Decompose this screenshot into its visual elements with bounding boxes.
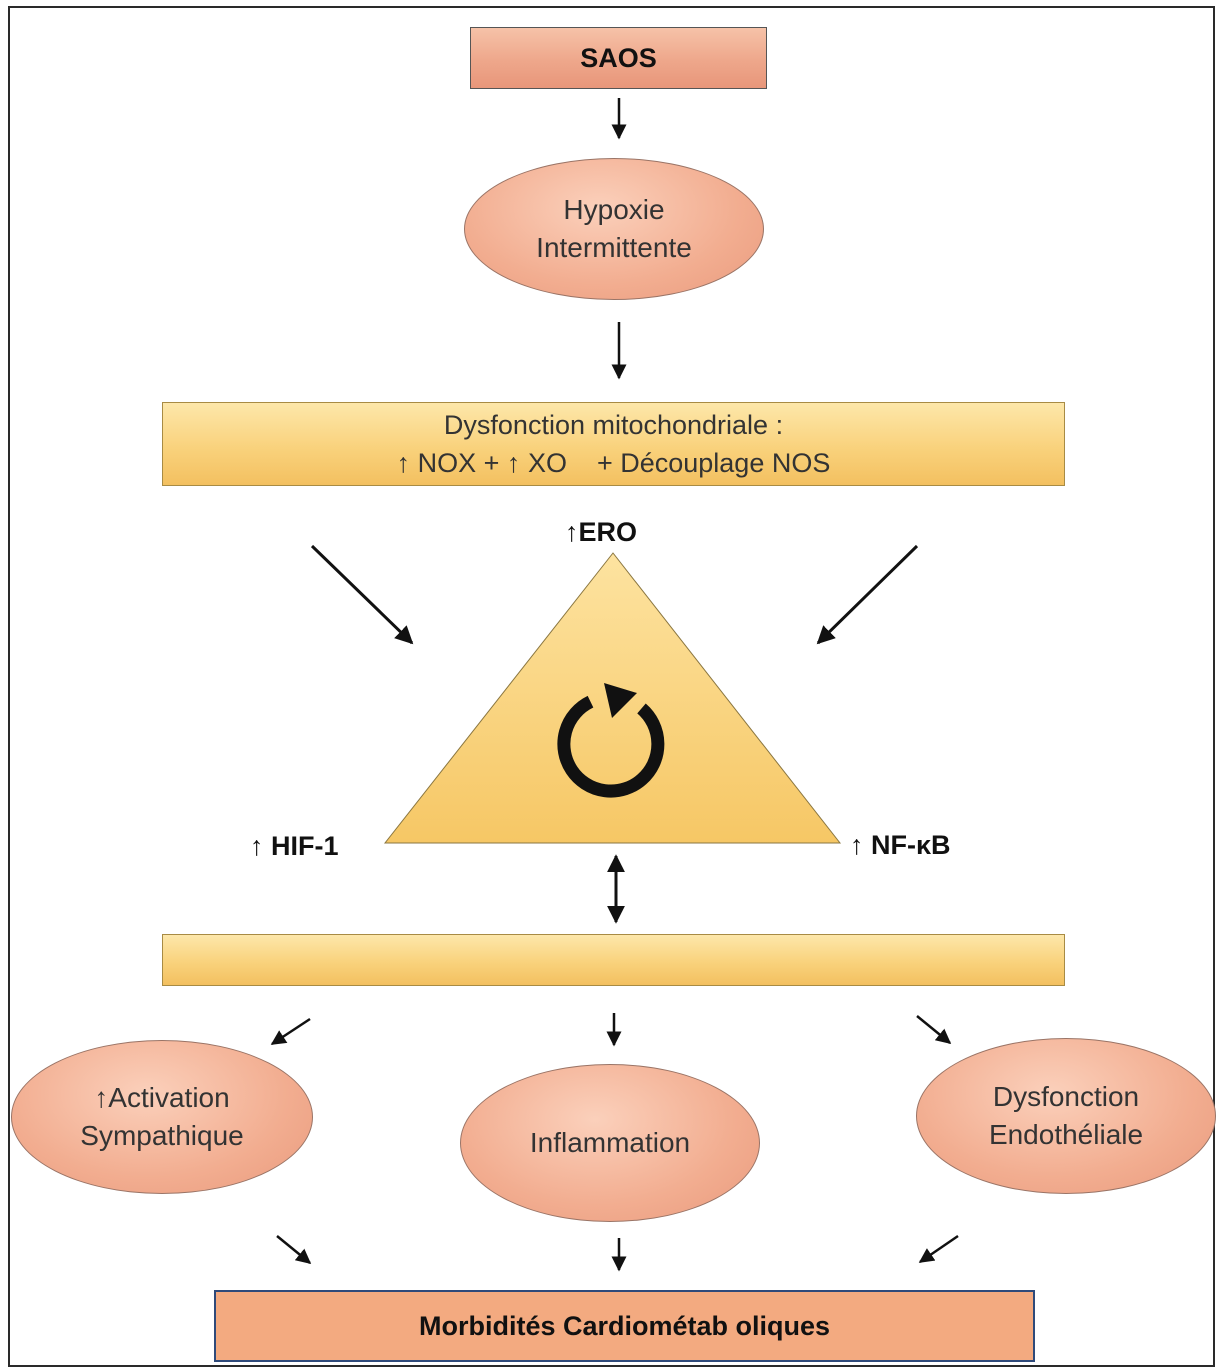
sympathetic-activation-ellipse: ↑Activation Sympathique xyxy=(11,1040,313,1194)
arrow-sympathetic-to-morbidity xyxy=(276,1235,312,1264)
saos-box: SAOS xyxy=(470,27,767,89)
figure-frame xyxy=(8,6,1215,1367)
cardiometabolic-morbidity-box: Morbidités Cardiométab oliques xyxy=(214,1290,1035,1362)
sympathetic-line2: Sympathique xyxy=(80,1120,244,1151)
sympathetic-line1: ↑Activation xyxy=(94,1082,230,1113)
arrow-right-to-triangle xyxy=(816,544,919,645)
arrow-mediators-to-endothelial xyxy=(916,1015,952,1044)
nfkb-label: ↑ NF-κB xyxy=(850,830,951,860)
ero-label: ↑ERO xyxy=(565,517,638,547)
refresh-cycle-icon xyxy=(557,683,665,798)
mito-line2: ↑ NOX + ↑ XO + Découplage NOS xyxy=(396,448,831,478)
morbidity-label: Morbidités Cardiométab oliques xyxy=(418,1310,831,1341)
mediators-box xyxy=(162,934,1065,986)
hypoxia-ellipse: Hypoxie Intermittente xyxy=(464,158,764,300)
hypoxia-line1: Hypoxie xyxy=(563,194,665,225)
saos-label: SAOS xyxy=(580,42,657,73)
arrow-left-to-triangle xyxy=(310,544,414,645)
arrow-mediators-to-sympathetic xyxy=(270,1017,311,1046)
endothelial-line1: Dysfonction xyxy=(992,1081,1140,1112)
endothelial-dysfunction-ellipse: Dysfonction Endothéliale xyxy=(916,1038,1216,1194)
mito-dysfunction-box: Dysfonction mitochondriale : ↑ NOX + ↑ X… xyxy=(162,402,1065,486)
endothelial-line2: Endothéliale xyxy=(988,1119,1144,1150)
inflammation-line1: Inflammation xyxy=(529,1127,691,1158)
mito-line1: Dysfonction mitochondriale : xyxy=(443,410,784,440)
hif1-label: ↑ HIF-1 xyxy=(250,831,339,861)
inflammation-ellipse: Inflammation xyxy=(460,1064,760,1222)
arrow-endothelial-to-morbidity xyxy=(918,1234,959,1264)
hypoxia-line2: Intermittente xyxy=(536,232,692,263)
